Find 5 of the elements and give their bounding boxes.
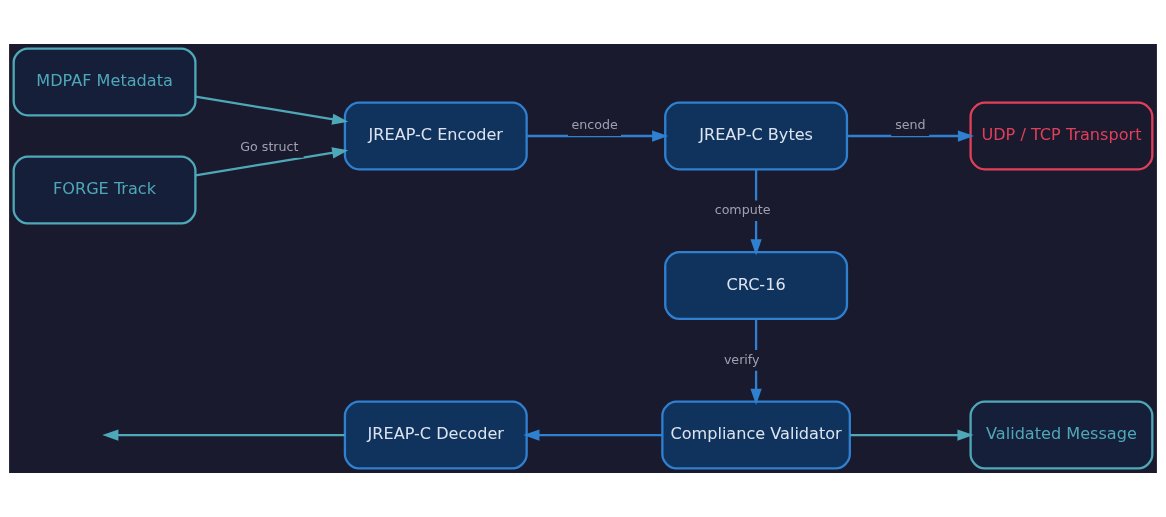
edge-label: send: [895, 116, 926, 132]
edge-label: verify: [723, 351, 760, 367]
edge-label: compute: [714, 201, 771, 217]
edge-label: Go struct: [240, 138, 299, 154]
edge-label: encode: [571, 116, 618, 132]
